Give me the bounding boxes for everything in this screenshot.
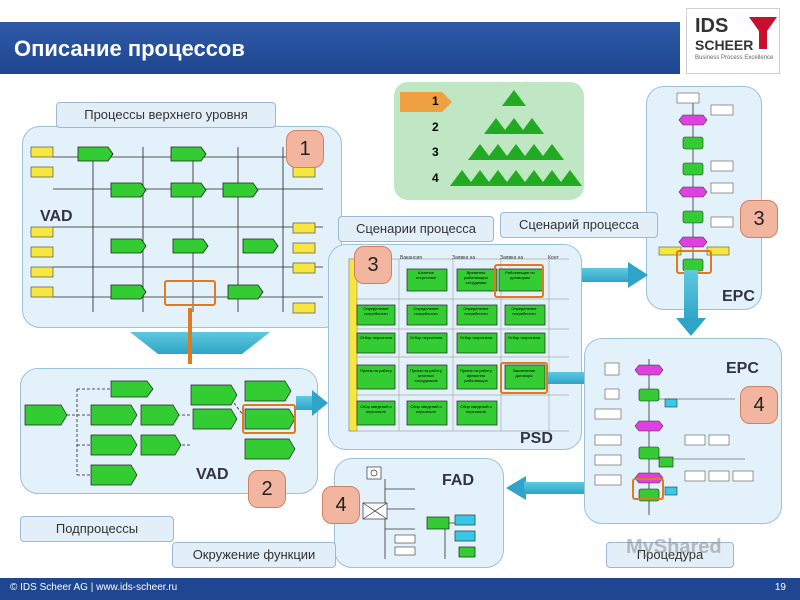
down-arrow-epc — [684, 270, 698, 322]
epc-right-diagram — [594, 359, 754, 515]
page-number: 19 — [774, 582, 786, 593]
psd-cell: Прием на работу штатных сотрудников — [410, 368, 442, 383]
psd-col-4: Конт — [548, 255, 559, 261]
badge-2: 2 — [248, 470, 286, 508]
psd-cell: Отбор персонала — [507, 335, 541, 340]
vad-bottom-highlight — [242, 404, 296, 434]
psd-cell: Определение потребности — [463, 306, 489, 316]
fad-panel — [334, 458, 504, 568]
badge-3-psd: 3 — [354, 246, 392, 284]
epc-top-label: EPC — [722, 288, 755, 305]
callout-top-level: Процессы верхнего уровня — [56, 102, 276, 128]
vad-link-line — [188, 308, 192, 364]
page-title: Описание процессов — [14, 36, 245, 61]
psd-cell: Сбор сведений о персонале — [460, 404, 492, 414]
psd-cell: Определение потребности — [363, 306, 389, 316]
epc-right-label: EPC — [726, 360, 759, 377]
psd-cell: Определение потребности — [413, 306, 439, 316]
psd-cell: Штатное отсутствие — [415, 270, 437, 280]
vad-bottom-label: VAD — [196, 466, 229, 483]
arrow-vad-psd-head — [312, 390, 328, 416]
vad-top-panel — [22, 126, 342, 328]
vad-top-highlight — [164, 280, 216, 306]
vad-top-diagram — [30, 146, 323, 314]
logo-emblem-icon — [749, 17, 777, 49]
badge-1: 1 — [286, 130, 324, 168]
psd-cell: Сбор сведений о персонале — [360, 404, 392, 414]
psd-panel — [328, 244, 582, 450]
psd-cell: Отбор персонала — [459, 335, 493, 340]
fad-diagram — [362, 466, 476, 559]
epc-top-panel — [646, 86, 762, 310]
psd-col-3: Заявка на — [500, 255, 524, 261]
vad-bottom-diagram — [24, 380, 296, 486]
epc-right-highlight — [632, 478, 664, 500]
footer-text: © IDS Scheer AG | www.ids-scheer.ru — [10, 582, 178, 593]
psd-col-1: Вакансия — [400, 255, 422, 261]
epc-top-diagram — [658, 92, 734, 287]
psd-cell: Определение потребности — [511, 306, 537, 316]
callout-function-env: Окружение функции — [172, 542, 336, 568]
logo-scheer-text: SCHEER — [695, 37, 754, 53]
arrow-psd-epc-top-head — [628, 262, 648, 288]
callout-procedure: Процедура — [606, 542, 734, 568]
logo-tagline: Business Process Excellence — [695, 55, 774, 61]
fad-label: FAD — [442, 472, 474, 489]
psd-cell: Заключение договора — [512, 368, 536, 378]
psd-cell: Отбор персонала — [409, 335, 443, 340]
pyramid-level-3: 3 — [432, 145, 439, 159]
pyramid-level-2: 2 — [432, 120, 439, 134]
arrow-psd-epc-top — [582, 268, 632, 282]
down-arrow-epc-head — [676, 318, 706, 336]
pyramid-level-1: 1 — [432, 94, 439, 108]
psd-highlight-bottom — [500, 362, 548, 394]
epc-right-panel — [584, 338, 782, 524]
badge-3-right: 3 — [740, 200, 778, 238]
psd-cell: Работающие по договорам — [505, 270, 535, 280]
psd-highlight-top — [494, 264, 544, 298]
psd-col-2: Заявка на — [452, 255, 476, 261]
title-band — [0, 22, 680, 74]
footer-bar: © IDS Scheer AG | www.ids-scheer.ru 19 — [0, 578, 800, 600]
watermark-text: MyShared — [626, 536, 722, 558]
arrow-vad-psd — [296, 396, 314, 410]
logo-ids-text: IDS — [695, 15, 729, 37]
psd-grid — [348, 258, 569, 432]
psd-cell: Отбор персонала — [359, 335, 393, 340]
psd-cell: Сбор сведений о персонале — [410, 404, 442, 414]
psd-label: PSD — [520, 430, 553, 447]
pyramid-level-4: 4 — [432, 171, 439, 185]
psd-cell: Прием на работу временно работающих — [460, 368, 492, 383]
callout-subprocesses: Подпроцессы — [20, 516, 174, 542]
badge-4-right: 4 — [740, 386, 778, 424]
psd-cell: Временно работающие сотрудники — [464, 270, 488, 285]
down-arrow-vad — [130, 332, 270, 354]
pyramid-diagram — [400, 90, 582, 186]
pyramid-panel — [394, 82, 584, 200]
badge-4-fad: 4 — [322, 486, 360, 524]
ids-scheer-logo: IDS SCHEER Business Process Excellence — [686, 8, 780, 74]
callout-scenarios: Сценарии процесса — [338, 216, 494, 242]
psd-cell: Прием на работу — [360, 368, 392, 373]
arrow-psd-epc-mid — [548, 372, 592, 384]
arrow-epc-fad — [524, 482, 584, 494]
callout-scenario: Сценарий процесса — [500, 212, 658, 238]
arrow-epc-fad-head — [506, 476, 526, 500]
vad-top-label: VAD — [40, 208, 73, 225]
